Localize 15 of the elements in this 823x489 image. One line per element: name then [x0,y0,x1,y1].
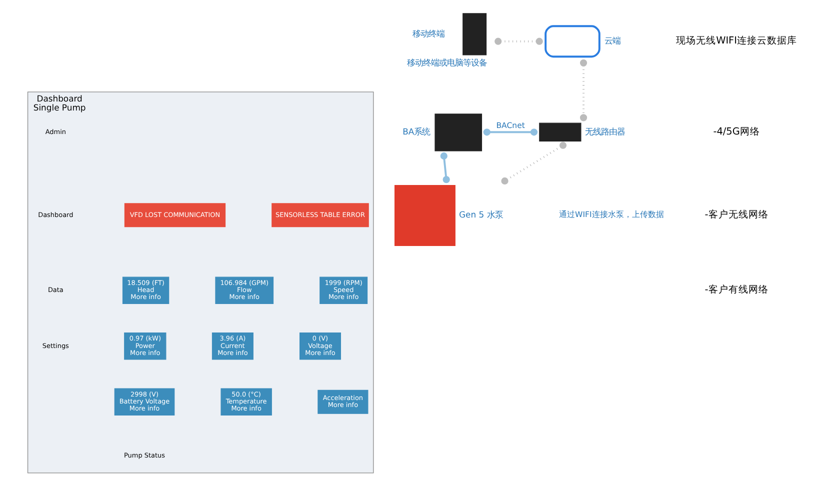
node-label: BA系统 [402,126,430,137]
node-label: 云端 [604,36,620,46]
connector [494,38,542,45]
label: 现场无线WIFI连接云数据库 [676,36,797,47]
node-label: 无线路由器 [584,126,624,136]
connector [440,152,450,184]
label: -4/5G网络 [712,126,760,138]
connector [500,142,566,185]
label: -客户无线网络 [704,209,768,220]
connector [579,59,587,122]
node-label: 移动终端 [412,28,444,38]
label: -客户有线网络 [704,284,768,296]
node-label: Gen 5 水泵 [458,210,502,220]
node-label: 移动终端或电脑等设备 [406,58,487,68]
connector [482,128,538,136]
